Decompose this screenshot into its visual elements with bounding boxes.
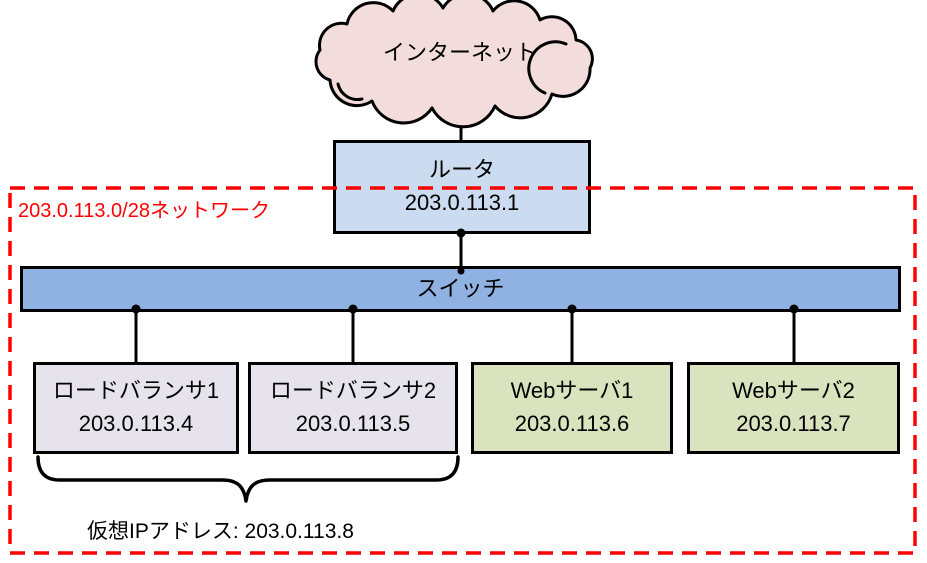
cloud-fold-right-icon <box>527 40 568 95</box>
node-loadbalancer1: ロードバランサ1 203.0.113.4 <box>33 362 239 454</box>
cloud-fold-left-icon <box>336 82 364 101</box>
node-webserver1: Webサーバ1 203.0.113.6 <box>471 362 673 454</box>
switch-label: スイッチ <box>416 275 505 301</box>
virtual-ip-label: 仮想IPアドレス: 203.0.113.8 <box>87 520 354 543</box>
node-label: ロードバランサ2 <box>269 378 437 404</box>
network-boundary-label: 203.0.113.0/28ネットワーク <box>18 200 270 222</box>
router-label: ルータ <box>428 157 495 183</box>
node-label: Webサーバ1 <box>510 378 634 404</box>
node-webserver2: Webサーバ2 203.0.113.7 <box>687 362 900 454</box>
node-ip: 203.0.113.6 <box>514 411 630 436</box>
internet-cloud-label: インターネット <box>382 40 537 65</box>
node-ip: 203.0.113.7 <box>736 411 851 436</box>
internet-cloud-shape <box>314 0 594 129</box>
router-ip: 203.0.113.1 <box>404 190 520 215</box>
router-node: ルータ 203.0.113.1 <box>333 140 591 234</box>
node-ip: 203.0.113.5 <box>295 411 411 436</box>
node-label: Webサーバ2 <box>732 378 855 404</box>
node-loadbalancer2: ロードバランサ2 203.0.113.5 <box>248 362 458 454</box>
switch-node: スイッチ <box>20 266 901 312</box>
node-label: ロードバランサ1 <box>52 378 220 404</box>
node-ip: 203.0.113.4 <box>78 411 194 436</box>
